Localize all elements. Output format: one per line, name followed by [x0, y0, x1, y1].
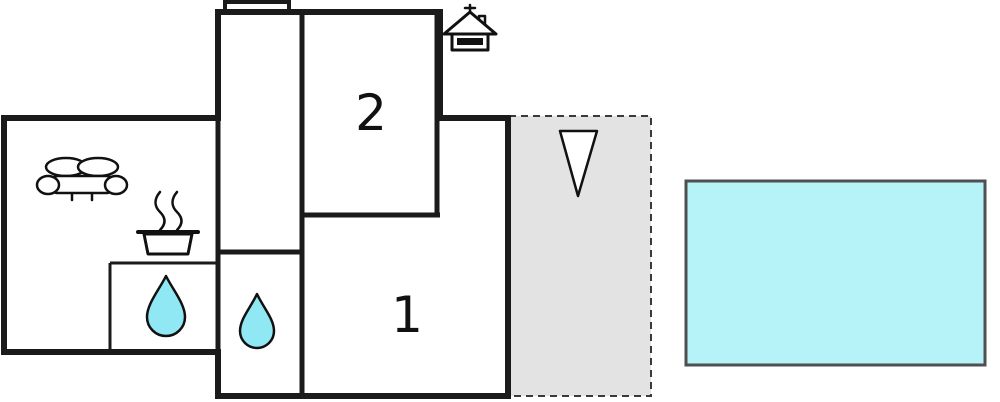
water-drop-icon — [238, 292, 276, 350]
house-icon — [442, 3, 498, 52]
room-2-label: 2 — [355, 84, 387, 142]
kitchen-divider — [108, 261, 218, 352]
sofa-icon — [35, 156, 129, 202]
building-outline — [1, 9, 511, 399]
north-arrow-icon — [558, 129, 599, 198]
cooking-pot-icon — [136, 190, 200, 256]
pool — [684, 179, 987, 367]
room-1-label: 1 — [391, 286, 423, 344]
water-drop-icon — [145, 274, 187, 338]
